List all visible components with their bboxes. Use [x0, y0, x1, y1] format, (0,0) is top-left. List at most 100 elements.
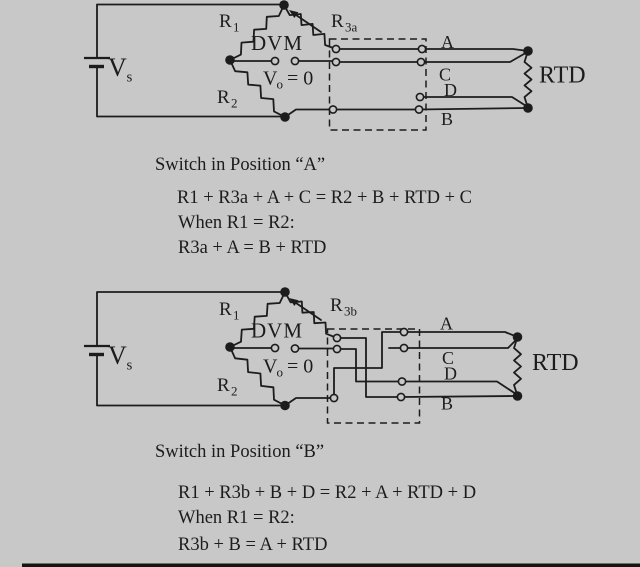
switch-terminal-left-bottom: [328, 105, 338, 114]
switch-terminal-left-mid: [332, 344, 342, 354]
rtd-label: RTD: [532, 350, 579, 376]
junction-dot-top-node: [280, 287, 290, 297]
switch-terminal-a: [417, 44, 427, 54]
switch-terminal-b: [396, 392, 406, 402]
junction-dot-rtd-top: [523, 46, 533, 56]
rtd-label: RTD: [539, 63, 586, 89]
r1-subscript: 1: [233, 20, 240, 35]
lead-b-label: B: [441, 394, 453, 414]
resistor-r2-zigzag: [229, 346, 286, 407]
switch-terminal-c: [416, 57, 426, 67]
junction-dot-rtd-bottom: [523, 103, 533, 113]
supply-loop-bottom-wire: [96, 353, 286, 407]
resistor-r2-zigzag: [229, 59, 286, 118]
junction-dot-bottom-node: [280, 112, 290, 122]
switch-terminal-left-top: [331, 44, 341, 54]
dvm-probe-circle: [290, 56, 300, 66]
switch-box-b: [326, 328, 421, 424]
vo-subscript: o: [277, 365, 284, 380]
switch-terminal-c: [399, 343, 409, 353]
supply-loop-top-wire: [96, 291, 286, 346]
dvm-label: DVM: [251, 319, 303, 343]
junction-dot-bottom-node: [280, 400, 290, 411]
caption-b-equation-2: R3b + B = A + RTD: [178, 535, 327, 555]
dvm-label: DVM: [251, 31, 303, 55]
wiper-arrow-head: [289, 10, 299, 18]
junction-dot-left-node: [225, 55, 235, 65]
vs-subscript: s: [127, 358, 133, 374]
supply-loop-bottom-wire: [96, 65, 286, 118]
rtd-resistor-zigzag: [513, 336, 522, 397]
wiper-arrow-shaft: [295, 302, 322, 321]
bridge-bottom-to-box-wire: [284, 397, 335, 407]
switch-terminal-d: [397, 377, 407, 386]
caption-b-when-line: When R1 = R2:: [178, 508, 295, 528]
bottom-edge-bar: [22, 563, 640, 567]
switch-terminal-left-bottom: [329, 393, 339, 403]
circuit-position-a: V s R 1 R 2 R 3a DVM V o = 0 A C D B RTD: [84, 0, 586, 131]
r3b-label: R: [330, 295, 343, 316]
caption-b-equation-1: R1 + R3b + B + D = R2 + A + RTD + D: [178, 483, 476, 503]
r1-label: R: [219, 11, 232, 32]
vo-value: = 0: [287, 356, 313, 378]
caption-a-equation-1: R1 + R3a + A + C = R2 + B + RTD + C: [177, 188, 472, 208]
crossover-wire-top-to-b: [336, 337, 519, 398]
switch-terminal-b: [414, 105, 424, 114]
r3a-subscript: 3a: [345, 20, 358, 35]
r1-label: R: [219, 299, 232, 320]
bridge-bottom-to-box-wire: [284, 108, 334, 118]
vs-subscript: s: [127, 70, 133, 86]
vo-label: V: [263, 356, 278, 378]
lead-c-label: C: [442, 348, 454, 368]
vo-value: = 0: [287, 68, 313, 90]
wiper-arrow-icon: [289, 298, 322, 321]
resistor-r1-zigzag: [229, 4, 285, 61]
lead-b-label: B: [441, 109, 453, 129]
wiper-arrow-icon: [289, 10, 322, 33]
caption-b-title: Switch in Position “B”: [155, 442, 324, 462]
dvm-probe-circle: [270, 343, 280, 353]
junction-dot-left-node: [225, 342, 235, 352]
crossover-wire-mid-to-d: [336, 348, 519, 396]
lead-c-label: C: [439, 65, 451, 85]
caption-a-when-line: When R1 = R2:: [178, 213, 295, 233]
vs-label: V: [108, 53, 127, 82]
vo-label: V: [263, 68, 278, 90]
switch-terminal-left-mid: [331, 57, 341, 67]
lead-a-label: A: [440, 314, 453, 334]
switch-terminal-left-top: [332, 333, 342, 343]
lead-d-label: D: [444, 364, 457, 384]
battery-icon: [84, 56, 110, 69]
wiper-arrow-head: [289, 298, 299, 306]
rtd-resistor-zigzag: [523, 50, 533, 109]
wiper-arrow-shaft: [295, 14, 322, 33]
supply-loop-top-wire: [96, 3, 285, 58]
lead-wire-c: [335, 51, 528, 63]
r2-label: R: [217, 375, 230, 396]
vs-label: V: [108, 341, 127, 370]
circuit-position-b: V s R 1 R 2 R 3b DVM V o = 0 A C D B RTD: [84, 287, 579, 424]
r2-label: R: [217, 87, 230, 108]
junction-dot-rtd-bottom: [512, 391, 523, 401]
caption-position-b: Switch in Position “B” R1 + R3b + B + D …: [155, 442, 476, 555]
junction-dot-top-node: [279, 0, 289, 10]
r3b-subscript: 3b: [344, 304, 357, 319]
caption-position-a: Switch in Position “A” R1 + R3a + A + C …: [155, 155, 472, 258]
crossover-wire-bottom-to-a: [333, 331, 519, 399]
dvm-probe-circle: [290, 344, 300, 353]
lead-wire-b: [332, 107, 529, 111]
battery-icon: [84, 344, 110, 357]
dvm-probe-circle: [270, 56, 280, 66]
r2-subscript: 2: [231, 384, 238, 399]
r2-subscript: 2: [231, 96, 238, 111]
switch-box-a: [328, 38, 427, 131]
lead-wire-d: [419, 96, 528, 108]
caption-a-equation-2: R3a + A = B + RTD: [178, 238, 326, 258]
vo-subscript: o: [277, 77, 284, 92]
switch-terminal-d: [415, 92, 425, 102]
caption-a-title: Switch in Position “A”: [155, 155, 325, 175]
lead-wire-c-stub: [388, 337, 519, 349]
lead-wire-a: [335, 48, 529, 52]
